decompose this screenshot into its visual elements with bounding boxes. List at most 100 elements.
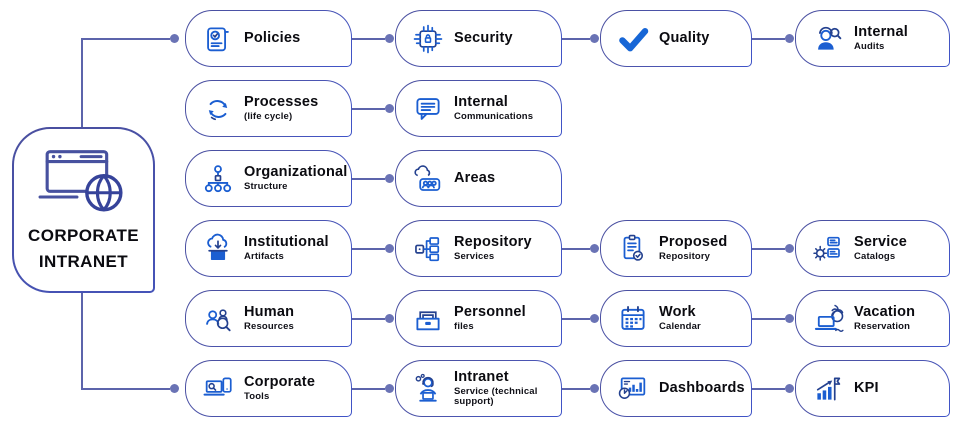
connector-line bbox=[81, 387, 170, 390]
node-areas: Areas bbox=[395, 150, 562, 207]
intranet-support-icon bbox=[411, 372, 445, 406]
node-title: Security bbox=[454, 29, 513, 46]
node-security: Security bbox=[395, 10, 562, 67]
connector-line bbox=[81, 37, 170, 40]
internal-communications-icon bbox=[411, 92, 445, 126]
work-calendar-icon bbox=[616, 302, 650, 336]
connector-dot bbox=[590, 34, 599, 43]
node-title: Proposed bbox=[659, 234, 728, 251]
node-title: Service bbox=[854, 234, 907, 251]
trunk-line-top bbox=[81, 38, 83, 127]
node-subtitle: Audits bbox=[854, 41, 885, 53]
node-title: Personnel bbox=[454, 304, 526, 321]
node-title: Vacation bbox=[854, 304, 916, 321]
connector-line bbox=[352, 107, 385, 110]
connector-line bbox=[352, 177, 385, 180]
main-node-corporate-intranet: CORPORATE INTRANET bbox=[12, 127, 155, 293]
node-title: Corporate bbox=[244, 374, 316, 391]
connector-dot bbox=[590, 384, 599, 393]
connector-line bbox=[562, 37, 590, 40]
node-title: Policies bbox=[244, 29, 301, 46]
node-subtitle: Services bbox=[454, 251, 495, 263]
internal-audits-icon bbox=[811, 22, 845, 56]
node-subtitle: files bbox=[454, 321, 474, 333]
node-title: Dashboards bbox=[659, 379, 745, 396]
service-catalogs-icon bbox=[811, 232, 845, 266]
dashboards-chart-icon bbox=[616, 372, 650, 406]
main-title-line1: CORPORATE bbox=[28, 226, 139, 245]
node-subtitle: (life cycle) bbox=[244, 111, 293, 123]
node-dashboards: Dashboards bbox=[600, 360, 752, 417]
node-title: Repository bbox=[454, 234, 532, 251]
connector-line bbox=[352, 317, 385, 320]
node-subtitle: Catalogs bbox=[854, 251, 896, 263]
connector-dot bbox=[785, 314, 794, 323]
connector-dot bbox=[385, 174, 394, 183]
processes-cycle-icon bbox=[201, 92, 235, 126]
trunk-line-bottom bbox=[81, 293, 83, 388]
connector-dot bbox=[170, 34, 179, 43]
node-title: Human bbox=[244, 304, 295, 321]
connector-dot bbox=[590, 314, 599, 323]
node-title: Areas bbox=[454, 169, 496, 186]
connector-line bbox=[352, 247, 385, 250]
node-subtitle: Calendar bbox=[659, 321, 701, 333]
policies-scroll-icon bbox=[201, 22, 235, 56]
security-chip-icon bbox=[411, 22, 445, 56]
connector-dot bbox=[385, 244, 394, 253]
node-processes: Processes(life cycle) bbox=[185, 80, 352, 137]
node-title: Intranet bbox=[454, 369, 509, 385]
node-title: Processes bbox=[244, 94, 319, 111]
connector-dot bbox=[385, 104, 394, 113]
node-subtitle: Artifacts bbox=[244, 251, 284, 263]
proposed-repository-icon bbox=[616, 232, 650, 266]
node-kpi: KPI bbox=[795, 360, 950, 417]
connector-dot bbox=[385, 314, 394, 323]
connector-line bbox=[352, 387, 385, 390]
connector-dot bbox=[385, 34, 394, 43]
human-resources-icon bbox=[201, 302, 235, 336]
node-title: Internal bbox=[854, 24, 908, 41]
connector-dot bbox=[590, 244, 599, 253]
connector-dot bbox=[785, 34, 794, 43]
node-title: Organizational bbox=[244, 164, 348, 181]
node-title: KPI bbox=[854, 379, 879, 396]
institutional-artifacts-icon bbox=[201, 232, 235, 266]
corporate-tools-icon bbox=[201, 372, 235, 406]
node-title: Quality bbox=[659, 29, 710, 46]
quality-check-icon bbox=[616, 22, 650, 56]
personnel-files-icon bbox=[411, 302, 445, 336]
node-subtitle: Repository bbox=[659, 251, 711, 263]
organizational-structure-icon bbox=[201, 162, 235, 196]
node-subtitle: Reservation bbox=[854, 321, 911, 333]
connector-dot bbox=[170, 384, 179, 393]
main-title-line2: INTRANET bbox=[38, 251, 129, 271]
connector-line bbox=[752, 317, 785, 320]
node-policies: Policies bbox=[185, 10, 352, 67]
node-subtitle: Structure bbox=[244, 181, 288, 193]
main-title: CORPORATE INTRANET bbox=[28, 223, 139, 274]
connector-dot bbox=[385, 384, 394, 393]
connector-line bbox=[562, 317, 590, 320]
node-subtitle: Communications bbox=[454, 111, 534, 123]
connector-line bbox=[752, 37, 785, 40]
node-subtitle: Resources bbox=[244, 321, 294, 333]
connector-dot bbox=[785, 244, 794, 253]
node-title: Institutional bbox=[244, 234, 329, 251]
vacation-reservation-icon bbox=[811, 302, 845, 336]
connector-line bbox=[752, 387, 785, 390]
